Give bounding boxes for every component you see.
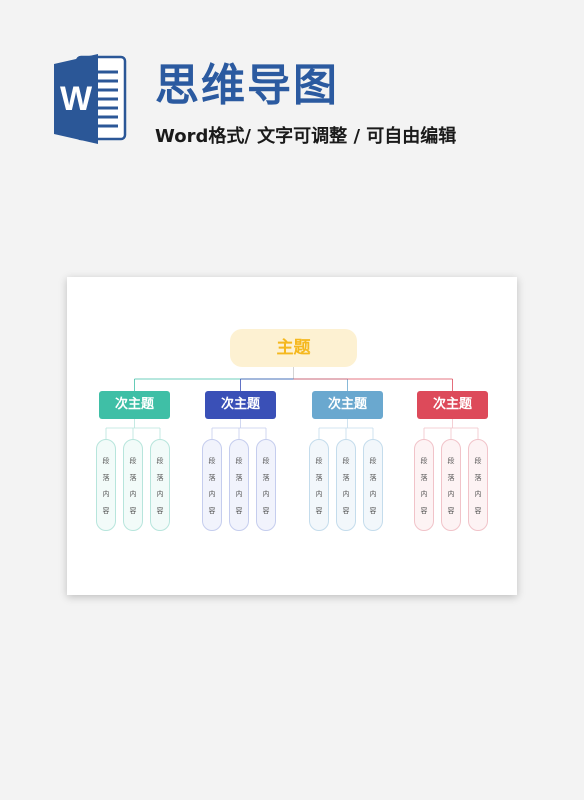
leaf-node: 段落内容 [229, 439, 249, 531]
sub-topic: 次主题 [99, 391, 170, 419]
main-topic: 主题 [230, 329, 357, 367]
leaf-text-char: 内 [474, 490, 482, 498]
leaf-text-char: 容 [474, 506, 482, 515]
leaf-text-char: 内 [129, 490, 137, 498]
leaf-text-char: 落 [156, 473, 164, 482]
mindmap-page: 主题 次主题段落内容段落内容段落内容次主题段落内容段落内容段落内容次主题段落内容… [67, 277, 517, 595]
leaf-text-char: 容 [315, 506, 323, 515]
leaf-text-char: 落 [342, 473, 350, 482]
leaf-node: 段落内容 [468, 439, 488, 531]
leaf-text-char: 内 [235, 490, 243, 498]
leaf-node: 段落内容 [363, 439, 383, 531]
leaf-node: 段落内容 [202, 439, 222, 531]
leaf-text-char: 落 [369, 473, 377, 482]
leaf-text-char: 容 [208, 506, 216, 515]
leaf-text-char: 落 [129, 473, 137, 482]
leaf-text-char: 段 [262, 457, 270, 465]
leaf-text-char: 落 [474, 473, 482, 482]
leaf-text-char: 内 [262, 490, 270, 498]
leaf-node: 段落内容 [256, 439, 276, 531]
word-document-icon: W [54, 54, 127, 144]
leaf-text-char: 容 [262, 506, 270, 515]
header: W 思维导图 Word格式/ 文字可调整 / 可自由编辑 [0, 0, 584, 170]
leaf-text-char: 段 [342, 457, 350, 465]
leaf-text-char: 段 [235, 457, 243, 465]
leaf-node: 段落内容 [96, 439, 116, 531]
leaf-text-char: 段 [420, 457, 428, 465]
leaf-text-char: 内 [156, 490, 164, 498]
leaf-text-char: 落 [447, 473, 455, 482]
leaf-text-char: 落 [420, 473, 428, 482]
leaf-text-char: 容 [342, 506, 350, 515]
leaf-text-char: 段 [208, 457, 216, 465]
leaf-node: 段落内容 [150, 439, 170, 531]
leaf-text-char: 落 [262, 473, 270, 482]
leaf-text-char: 内 [342, 490, 350, 498]
word-icon-letter: W [60, 80, 93, 118]
leaf-text-char: 段 [447, 457, 455, 465]
leaf-text-char: 容 [129, 506, 137, 515]
leaf-node: 段落内容 [123, 439, 143, 531]
leaf-text-char: 段 [315, 457, 323, 465]
leaf-text-char: 落 [102, 473, 110, 482]
leaf-text-char: 内 [102, 490, 110, 498]
leaf-text-char: 容 [420, 506, 428, 515]
leaf-node: 段落内容 [441, 439, 461, 531]
leaf-text-char: 容 [156, 506, 164, 515]
leaf-text-char: 段 [474, 457, 482, 465]
leaf-text-char: 落 [315, 473, 323, 482]
leaf-text-char: 内 [420, 490, 428, 498]
leaf-text-char: 段 [129, 457, 137, 465]
leaf-node: 段落内容 [414, 439, 434, 531]
leaf-text-char: 容 [447, 506, 455, 515]
connector-lines [105, 367, 479, 439]
leaf-text-char: 落 [235, 473, 243, 482]
page-subtitle: Word格式/ 文字可调整 / 可自由编辑 [155, 126, 457, 147]
sub-topic: 次主题 [205, 391, 276, 419]
sub-topic: 次主题 [417, 391, 488, 419]
leaf-text-char: 段 [369, 457, 377, 465]
page-title: 思维导图 [155, 60, 339, 111]
leaf-text-char: 落 [208, 473, 216, 482]
leaf-text-char: 内 [208, 490, 216, 498]
sub-topic: 次主题 [312, 391, 383, 419]
leaf-text-char: 容 [102, 506, 110, 515]
leaf-node: 段落内容 [336, 439, 356, 531]
leaf-text-char: 段 [102, 457, 110, 465]
leaf-text-char: 内 [315, 490, 323, 498]
leaf-text-char: 容 [369, 506, 377, 515]
leaf-text-char: 段 [156, 457, 164, 465]
leaf-text-char: 内 [369, 490, 377, 498]
leaf-text-char: 内 [447, 490, 455, 498]
leaf-text-char: 容 [235, 506, 243, 515]
leaf-node: 段落内容 [309, 439, 329, 531]
